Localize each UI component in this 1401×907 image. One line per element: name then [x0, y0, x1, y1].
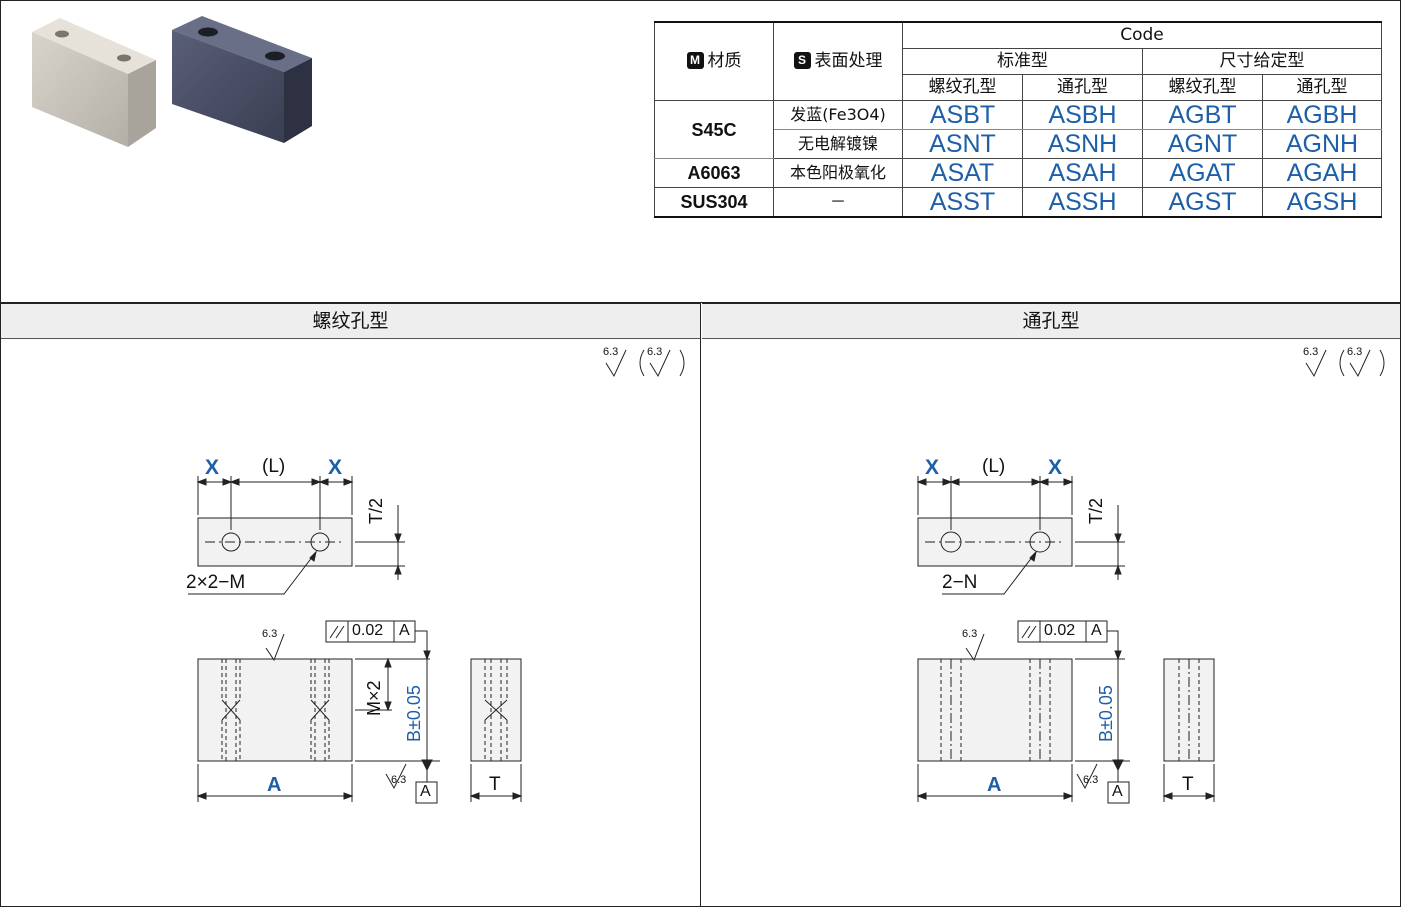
code-cell: AGAT [1142, 158, 1263, 188]
code-cell: ASNH [1022, 129, 1143, 159]
silver-block-side [128, 60, 156, 147]
surface-header-label: 表面处理 [814, 51, 883, 71]
material-cell: SUS304 [654, 187, 774, 218]
standard-header: 标准型 [902, 48, 1143, 75]
datum-label: A [1091, 622, 1102, 639]
surface-cell: － [773, 187, 903, 218]
code-cell: ASBT [902, 100, 1023, 130]
surface-cell: 本色阳极氧化 [773, 158, 903, 188]
dim-depth: M×2 [364, 680, 384, 716]
dim-a: A [987, 774, 1002, 796]
datum-a-label: A [1112, 783, 1123, 800]
code-cell: AGNH [1262, 129, 1382, 159]
roughness-value: 6.3 [1303, 346, 1319, 358]
flatness-value: 0.02 [352, 622, 384, 639]
code-cell: ASAH [1022, 158, 1143, 188]
code-cell: AGST [1142, 187, 1263, 218]
dark-hole-2 [265, 51, 285, 61]
table-row: S45C 发蓝(Fe3O4) ASBT ASBH AGBT AGBH [654, 100, 1382, 159]
standard-tapped-header: 螺纹孔型 [902, 74, 1023, 101]
roughness-value: 6.3 [391, 774, 407, 786]
datum-label: A [399, 622, 410, 639]
dim-x-left: X [925, 456, 940, 479]
roughness-value: 6.3 [603, 346, 619, 358]
code-cell: ASNT [902, 129, 1023, 159]
code-cell: AGSH [1262, 187, 1382, 218]
holes-label: 2−N [942, 572, 978, 593]
silver-block-front [32, 32, 128, 147]
holes-label: 2×2−M [186, 572, 246, 593]
dim-b: B±0.05 [1096, 685, 1116, 742]
roughness-value: 6.3 [962, 628, 978, 640]
datum-a-label: A [420, 783, 431, 800]
product-photo [32, 16, 312, 147]
dim-t: T [1182, 774, 1194, 795]
panel-title-tapped: 螺纹孔型 [1, 303, 700, 339]
roughness-value: 6.3 [1347, 346, 1363, 358]
roughness-value: 6.3 [262, 628, 278, 640]
dark-block-front [172, 30, 284, 143]
size-through-header: 通孔型 [1262, 74, 1382, 101]
dark-block-side [284, 58, 312, 143]
table-row: A6063 本色阳极氧化 ASAT ASAH AGAT AGAH [654, 158, 1382, 188]
table-row: SUS304 － ASST ASSH AGST AGSH [654, 187, 1382, 218]
code-cell: AGBT [1142, 100, 1263, 130]
code-cell: ASAT [902, 158, 1023, 188]
dim-x-left: X [205, 456, 220, 479]
roughness-value: 6.3 [647, 346, 663, 358]
silver-hole-2 [117, 54, 131, 62]
dim-l: (L) [262, 456, 286, 477]
material-cell: A6063 [654, 158, 774, 188]
standard-through-header: 通孔型 [1022, 74, 1143, 101]
size-tapped-header: 螺纹孔型 [1142, 74, 1263, 101]
dim-a: A [267, 774, 282, 796]
roughness-value: 6.3 [1083, 774, 1099, 786]
size-specified-header: 尺寸给定型 [1142, 48, 1382, 75]
dim-l: (L) [982, 456, 1006, 477]
code-header: Code [902, 21, 1382, 49]
surface-cell: 无电解镀镍 [773, 129, 903, 159]
dim-b: B±0.05 [404, 685, 424, 742]
dim-x-right: X [1048, 456, 1063, 479]
dim-t: T [489, 774, 501, 795]
code-cell: ASBH [1022, 100, 1143, 130]
dark-hole-1 [198, 27, 218, 37]
table-row: 无电解镀镍 ASNT ASNH AGNT AGNH [655, 129, 1382, 159]
silver-hole-1 [55, 30, 69, 38]
surface-cell: 发蓝(Fe3O4) [773, 100, 903, 130]
flatness-value: 0.02 [1044, 622, 1076, 639]
code-cell: AGBH [1262, 100, 1382, 130]
panel-title-through: 通孔型 [702, 303, 1400, 339]
code-cell: ASSH [1022, 187, 1143, 218]
dim-x-right: X [328, 456, 343, 479]
dim-t2: T/2 [366, 497, 386, 524]
code-cell: AGAH [1262, 158, 1382, 188]
code-cell: AGNT [1142, 129, 1263, 159]
surface-badge-icon: S [793, 52, 811, 69]
material-cell: S45C [654, 100, 774, 159]
code-cell: ASST [902, 187, 1023, 218]
material-badge-icon: M [686, 52, 704, 69]
material-header-label: 材质 [707, 51, 742, 71]
panel-divider [700, 303, 701, 906]
section-divider [0, 302, 1401, 303]
dim-t2: T/2 [1086, 497, 1106, 524]
